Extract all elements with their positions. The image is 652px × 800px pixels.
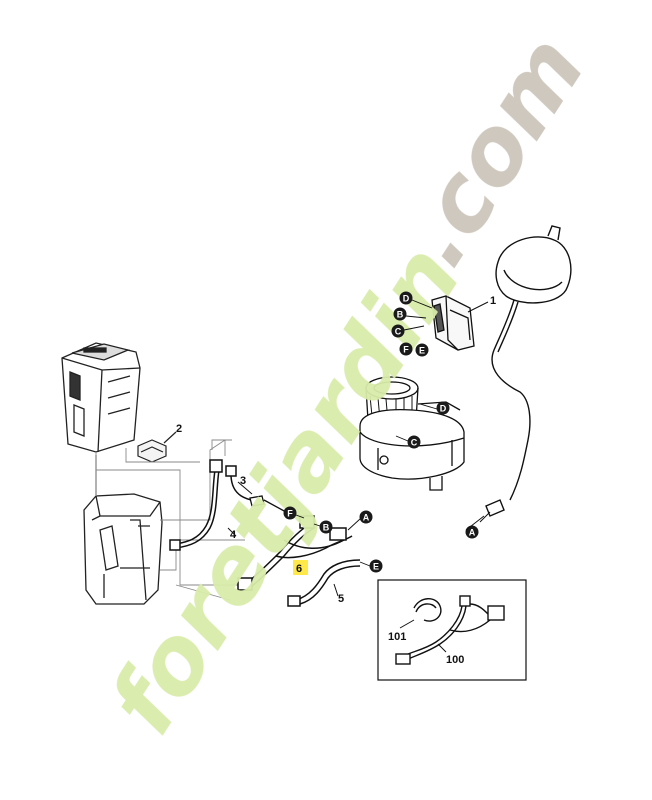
part-3-connector xyxy=(237,481,287,513)
callout-5: 5 xyxy=(338,593,344,605)
marker-b-1 xyxy=(393,307,407,321)
watermark-text-tld: .com xyxy=(381,17,606,284)
marker-d-1 xyxy=(399,291,413,305)
watermark: foretjardin .com xyxy=(89,17,606,752)
connection-markers: D B C F E D C A F B A E xyxy=(283,291,479,573)
svg-text:F: F xyxy=(287,508,293,518)
part-2-cap xyxy=(137,431,177,463)
wire-harness-5 xyxy=(287,559,361,607)
wire-harness-6 xyxy=(237,515,353,591)
marker-a-2 xyxy=(359,510,373,524)
marker-f-2 xyxy=(283,506,297,520)
svg-text:B: B xyxy=(397,309,404,319)
part-1-switch xyxy=(431,295,489,351)
svg-text:E: E xyxy=(373,561,379,571)
guide-lines xyxy=(95,439,250,601)
callout-2: 2 xyxy=(176,423,182,435)
callout-3: 3 xyxy=(240,475,246,487)
marker-e-2 xyxy=(369,559,383,573)
watermark-text-main: foretjardin xyxy=(89,227,482,752)
marker-leaders xyxy=(295,299,485,567)
svg-text:D: D xyxy=(440,403,447,413)
svg-text:D: D xyxy=(403,293,410,303)
callout-6-highlight xyxy=(293,560,308,575)
marker-b-2 xyxy=(319,520,333,534)
wire-harness-4 xyxy=(169,459,263,551)
svg-text:C: C xyxy=(411,437,418,447)
charger-cable xyxy=(479,225,572,523)
svg-text:B: B xyxy=(323,522,330,532)
marker-c-1 xyxy=(391,324,405,338)
battery-pack xyxy=(61,342,141,453)
marker-d-2 xyxy=(436,401,450,415)
callout-101: 101 xyxy=(388,631,406,643)
marker-f-1 xyxy=(399,342,413,356)
svg-text:A: A xyxy=(363,512,370,522)
svg-text:C: C xyxy=(395,326,402,336)
accessory-box xyxy=(377,579,527,681)
svg-text:E: E xyxy=(419,345,425,355)
marker-c-2 xyxy=(407,435,421,449)
callout-6: 6 xyxy=(296,563,302,575)
marker-a-1 xyxy=(465,525,479,539)
svg-text:F: F xyxy=(403,344,409,354)
callout-1: 1 xyxy=(490,295,496,307)
svg-text:A: A xyxy=(469,527,476,537)
marker-e-1 xyxy=(415,343,429,357)
callout-4: 4 xyxy=(230,529,237,541)
callout-labels: 1 2 3 4 6 5 101 100 xyxy=(176,295,496,666)
motor-housing-base xyxy=(83,455,163,605)
callout-100: 100 xyxy=(446,654,464,666)
